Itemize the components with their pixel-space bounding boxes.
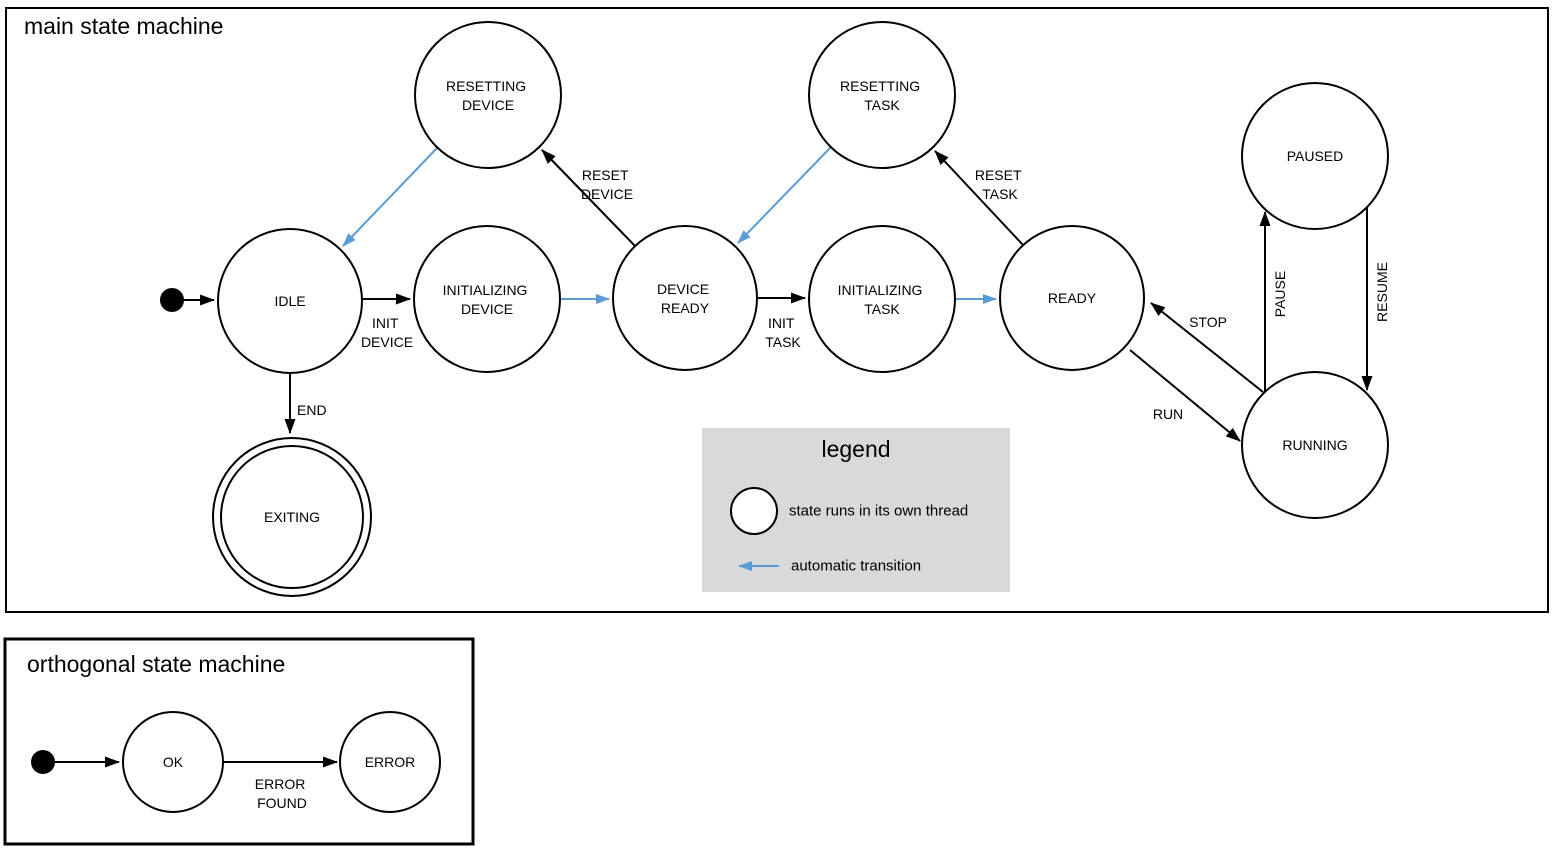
state-label: PAUSED	[1287, 148, 1344, 164]
legend: legend state runs in its own thread auto…	[702, 428, 1010, 592]
state-device-ready: DEVICE READY	[612, 225, 758, 371]
state-error: ERROR	[339, 711, 441, 813]
transition-stop: STOP	[1150, 302, 1264, 393]
transition-label-line2: FOUND	[257, 795, 307, 811]
state-label: RUNNING	[1282, 437, 1347, 453]
state-label: EXITING	[264, 509, 320, 525]
transition-label-line2: TASK	[982, 186, 1018, 202]
state-circle	[808, 225, 956, 373]
transition-label-line1: INIT	[768, 315, 795, 331]
state-circle	[122, 711, 224, 813]
state-label: INITIALIZING DEVICE	[443, 282, 532, 317]
initial-state-dot	[160, 288, 184, 312]
state-label: READY	[1048, 290, 1097, 306]
transition-label-line1: INIT	[372, 315, 399, 331]
legend-threaded-state-label: state runs in its own thread	[789, 503, 968, 520]
transition-line	[541, 149, 636, 247]
transition-init-device: INIT DEVICE	[361, 293, 413, 350]
state-ok: OK	[122, 711, 224, 813]
state-circle	[339, 711, 441, 813]
transition-error-found: ERROR FOUND	[223, 756, 338, 811]
state-label-line2: DEVICE	[462, 97, 514, 113]
state-initializing-task: INITIALIZING TASK	[808, 225, 956, 373]
transition-resume: RESUME	[1361, 207, 1390, 391]
state-circle	[1241, 371, 1389, 519]
state-circle	[413, 225, 561, 373]
state-resetting-task: RESETTING TASK	[808, 21, 956, 169]
auto-transition-line	[737, 146, 832, 244]
transition-run: RUN	[1129, 349, 1241, 442]
state-label: RESETTING DEVICE	[446, 78, 530, 113]
state-label-line1: RESETTING	[446, 78, 526, 94]
state-label: ERROR	[365, 754, 416, 770]
transition-label: PAUSE	[1272, 271, 1288, 317]
transition-label: ERROR FOUND	[255, 776, 309, 811]
transition-reset-task: RESET TASK	[934, 150, 1025, 246]
state-circle	[217, 228, 363, 374]
state-running: RUNNING	[1241, 371, 1389, 519]
main-state-machine: main state machine INIT DEVICE RESET DEV…	[5, 7, 1549, 613]
transition-line	[1129, 349, 1241, 442]
state-label-line2: TASK	[864, 301, 900, 317]
transition-label-line1: ERROR	[255, 776, 306, 792]
transition-label: INIT DEVICE	[361, 315, 413, 350]
legend-threaded-state-swatch	[730, 487, 778, 535]
transition-line	[934, 150, 1024, 246]
legend-title: legend	[821, 436, 890, 462]
state-resetting-device: RESETTING DEVICE	[414, 21, 562, 169]
state-label-line2: READY	[661, 300, 710, 316]
transition-label: RESET TASK	[975, 167, 1025, 202]
final-state-inner-circle	[220, 445, 364, 589]
transition-end: END	[284, 373, 327, 434]
initial-state-dot	[31, 750, 55, 774]
transition-init-task: INIT TASK	[757, 292, 806, 350]
state-label: INITIALIZING TASK	[838, 282, 927, 317]
transition-pause: PAUSE	[1259, 211, 1288, 392]
orthogonal-machine-title: orthogonal state machine	[27, 651, 285, 677]
state-circle	[999, 225, 1145, 371]
transition-label-line2: DEVICE	[581, 186, 633, 202]
state-paused: PAUSED	[1241, 82, 1389, 230]
transition-label: INIT TASK	[765, 315, 801, 350]
transition-label: STOP	[1189, 314, 1227, 330]
transition-auto-resetting-device-to-idle	[342, 147, 438, 247]
state-initializing-device: INITIALIZING DEVICE	[413, 225, 561, 373]
main-machine-title: main state machine	[24, 13, 223, 39]
main-machine-border	[5, 7, 1549, 613]
state-label-line1: INITIALIZING	[838, 282, 923, 298]
transition-label-line2: DEVICE	[361, 334, 413, 350]
state-label: RESETTING TASK	[840, 78, 924, 113]
legend-auto-transition-label: automatic transition	[791, 558, 921, 575]
state-circle	[1241, 82, 1389, 230]
state-label-line1: INITIALIZING	[443, 282, 528, 298]
transition-label: RESUME	[1374, 262, 1390, 322]
transition-label: RUN	[1153, 406, 1183, 422]
state-idle: IDLE	[217, 228, 363, 374]
transition-label-line1: RESET	[582, 167, 629, 183]
state-label-line1: DEVICE	[657, 281, 709, 297]
state-label-line1: RESETTING	[840, 78, 920, 94]
state-circle	[808, 21, 956, 169]
orthogonal-machine-border	[3, 637, 475, 846]
transition-label: END	[297, 402, 327, 418]
transition-label: RESET DEVICE	[581, 167, 633, 202]
state-label: DEVICE READY	[657, 281, 713, 316]
transition-auto-resetting-task-to-device-ready	[737, 146, 832, 244]
state-circle	[612, 225, 758, 371]
auto-transition-line	[342, 147, 438, 247]
state-label-line2: TASK	[864, 97, 900, 113]
orthogonal-state-machine: orthogonal state machine ERROR FOUND OK …	[3, 637, 475, 846]
state-label: IDLE	[274, 293, 305, 309]
transition-reset-device: RESET DEVICE	[541, 149, 636, 247]
state-exiting-final: EXITING	[212, 437, 372, 597]
state-label: OK	[163, 754, 184, 770]
transition-label-line2: TASK	[765, 334, 801, 350]
transition-label-line1: RESET	[975, 167, 1022, 183]
state-circle	[414, 21, 562, 169]
state-ready: READY	[999, 225, 1145, 371]
transition-line	[1150, 302, 1264, 393]
state-label-line2: DEVICE	[461, 301, 513, 317]
